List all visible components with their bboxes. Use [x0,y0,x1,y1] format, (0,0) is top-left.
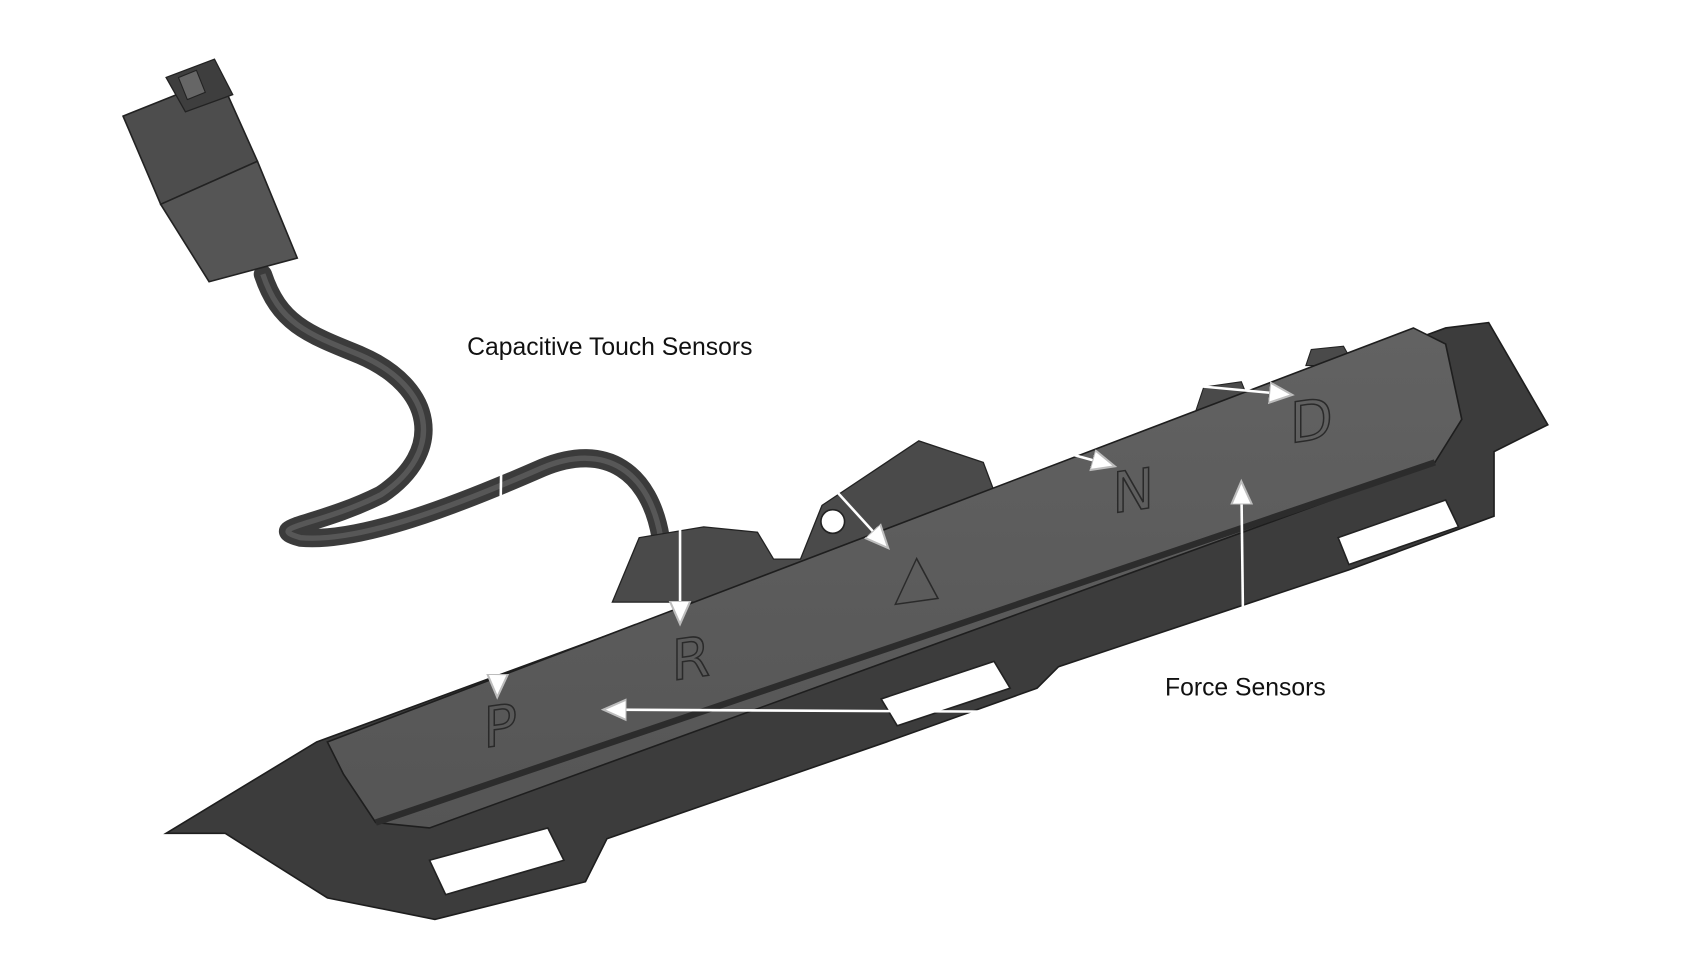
force-arrows [606,484,1247,713]
gear-letter-n[interactable]: N [1112,456,1155,528]
connector [121,58,299,283]
hazard-triangle-icon[interactable]: ▲ [894,540,939,612]
gear-letter-p[interactable]: P [483,692,518,763]
capacitive-arrows [497,346,1289,694]
force-sensors-label: Force Sensors [1165,675,1326,702]
gear-letter-d[interactable]: D [1289,386,1334,458]
capacitive-touch-sensors-label: Capacitive Touch Sensors [467,334,752,361]
gear-letter-r[interactable]: R [671,624,711,696]
